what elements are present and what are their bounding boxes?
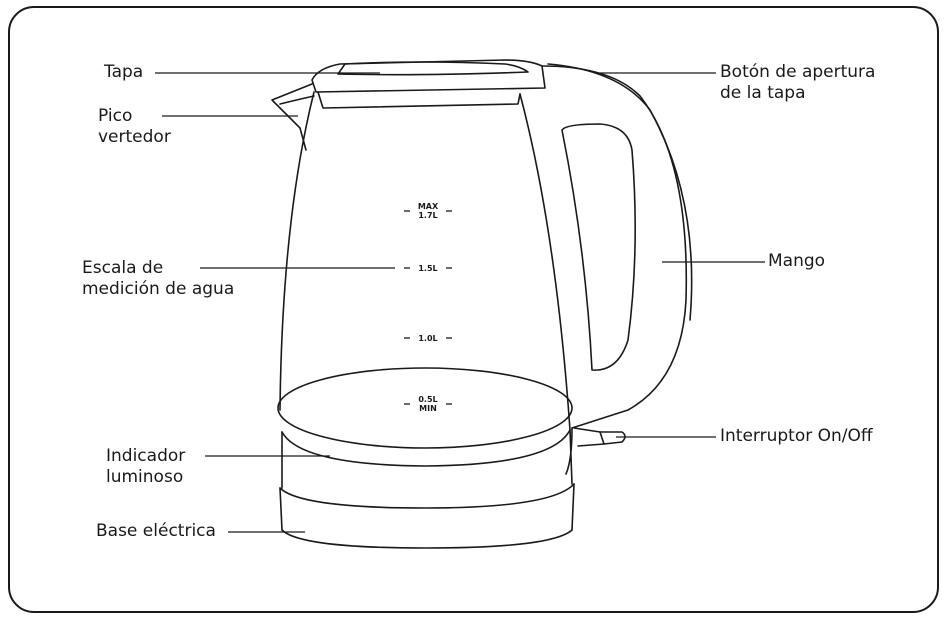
label-tapa: Tapa: [104, 62, 144, 82]
base-side-left: [279, 487, 283, 531]
lid-inner: [337, 61, 529, 76]
diagram-frame: [8, 6, 939, 613]
scale-max-top: MAX: [417, 202, 439, 211]
label-pico-line1: Pico: [98, 106, 133, 126]
base-side-right: [571, 483, 575, 531]
label-interruptor: Interruptor On/Off: [720, 426, 873, 446]
scale-min-top: 0.5L: [418, 395, 438, 404]
scale-min: 0.5L MIN: [413, 395, 443, 413]
base-bottom: [281, 529, 573, 549]
label-indicador: Indicador luminoso: [106, 446, 185, 488]
label-indicador-line2: luminoso: [106, 467, 184, 487]
scale-min-bottom: MIN: [419, 404, 437, 413]
switch-lever: [599, 431, 605, 445]
handle-outer: [541, 65, 688, 429]
label-pico-line2: vertedor: [98, 127, 171, 147]
scale-1-0: 1.0L: [418, 334, 438, 343]
glass-body: [279, 91, 315, 411]
handle-inner: [561, 123, 636, 371]
water-surface: [277, 367, 573, 449]
spout-shape: [271, 83, 313, 151]
scale-max-bottom: 1.7L: [418, 211, 438, 220]
scale-max: MAX 1.7L: [413, 202, 443, 220]
label-escala: Escala de medición de agua: [82, 258, 234, 300]
label-pico: Pico vertedor: [98, 106, 171, 148]
label-base: Base eléctrica: [96, 521, 216, 541]
glass-body-right: [519, 93, 571, 431]
spout-inner: [279, 95, 315, 105]
handle-bottom: [565, 427, 573, 475]
label-escala-line2: medición de agua: [82, 279, 235, 299]
label-indicador-line1: Indicador: [106, 446, 186, 466]
lid-rim: [317, 91, 521, 109]
base-top: [279, 483, 575, 509]
indicator-ring: [281, 429, 571, 467]
label-boton-line2: de la tapa: [720, 83, 806, 103]
label-boton-line1: Botón de apertura: [720, 62, 876, 82]
label-boton: Botón de apertura de la tapa: [720, 62, 875, 104]
label-escala-line1: Escala de: [82, 258, 164, 278]
handle-outer-2: [547, 63, 693, 321]
scale-1-5: 1.5L: [418, 264, 438, 273]
label-mango: Mango: [768, 251, 826, 271]
